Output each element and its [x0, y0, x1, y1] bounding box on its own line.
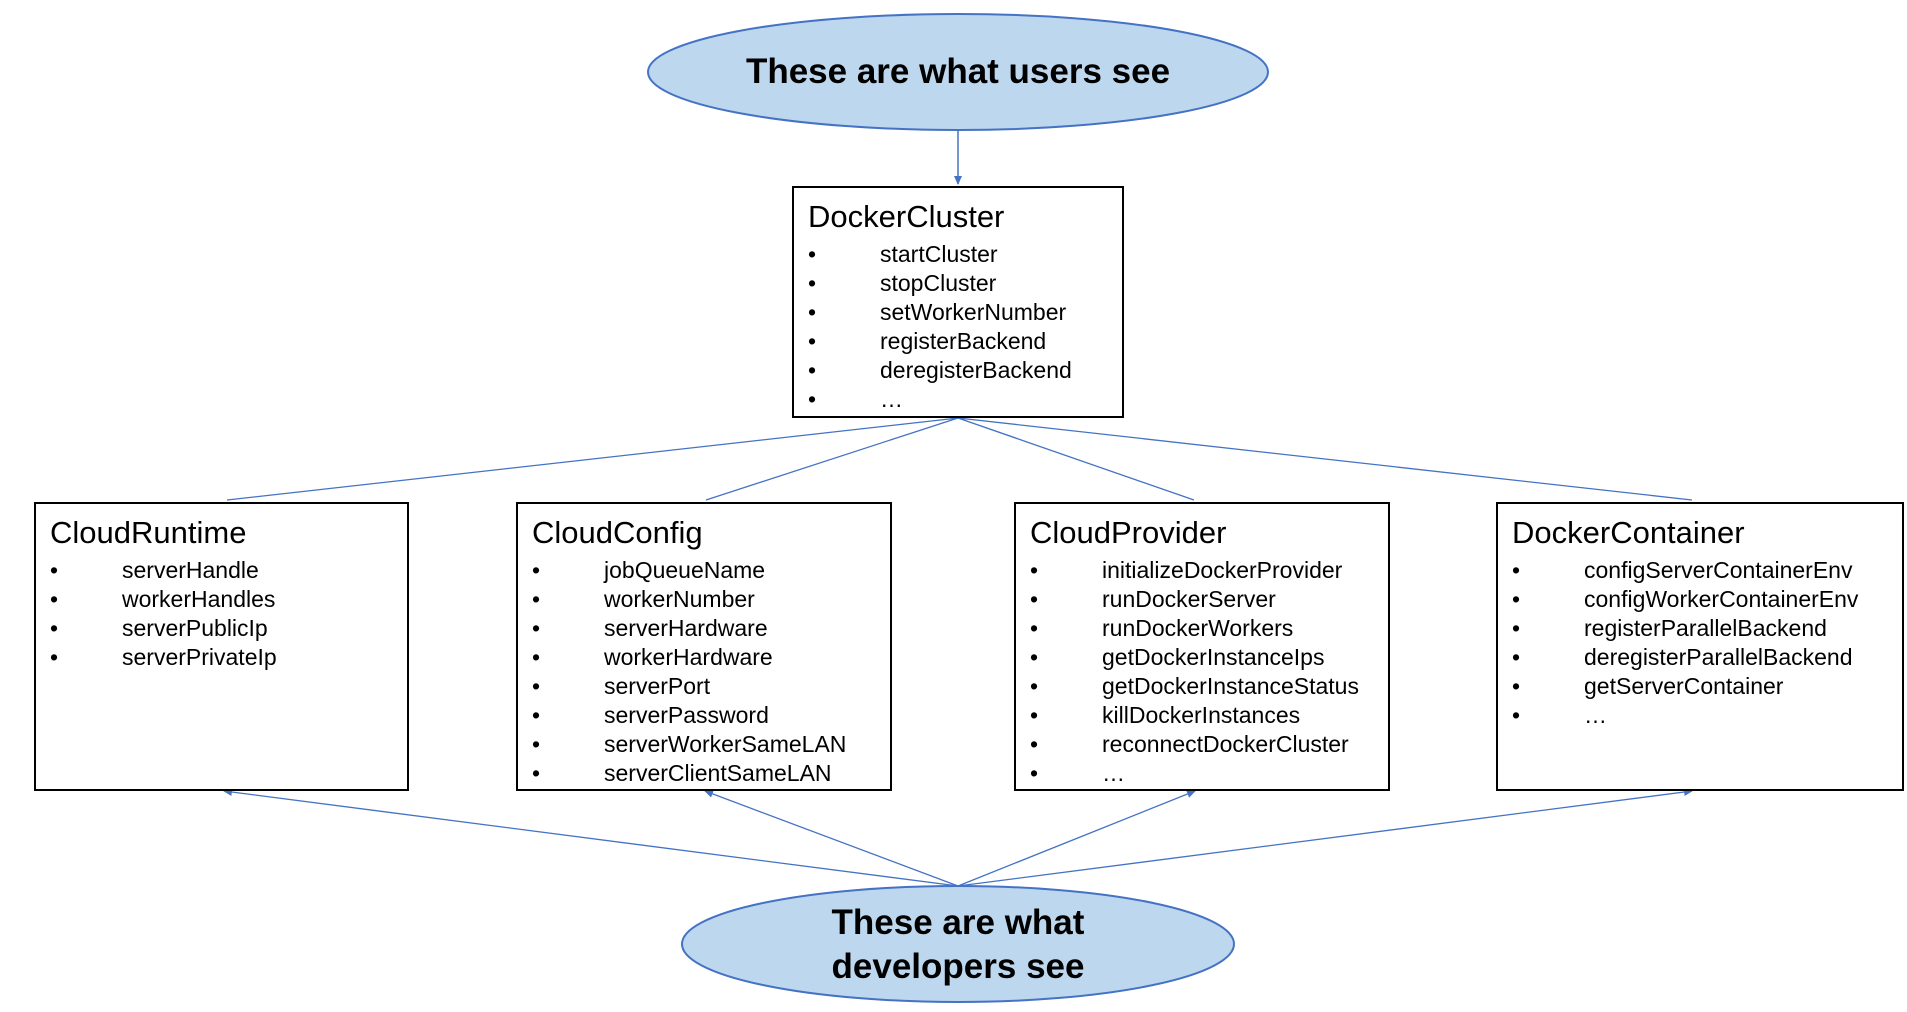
link-dockercluster-dockercontainer: [957, 417, 1693, 501]
dockercluster-list: startCluster stopCluster setWorkerNumber…: [808, 240, 1108, 414]
list-item: serverPassword: [532, 701, 876, 730]
cloudruntime-list: serverHandle workerHandles serverPublicI…: [50, 556, 393, 672]
list-item: serverHandle: [50, 556, 393, 585]
list-item: …: [1512, 701, 1888, 730]
cloudconfig-title: CloudConfig: [532, 515, 703, 550]
list-item: …: [1030, 759, 1374, 788]
list-item: …: [808, 385, 1108, 414]
link-dockercluster-cloudruntime: [226, 417, 959, 501]
list-item: serverClientSameLAN: [532, 759, 876, 788]
list-item: workerHardware: [532, 643, 876, 672]
dockercontainer-title: DockerContainer: [1512, 515, 1745, 550]
list-item: getDockerInstanceStatus: [1030, 672, 1374, 701]
cloudconfig-box: CloudConfig jobQueueName workerNumber se…: [516, 502, 892, 791]
list-item: workerHandles: [50, 585, 393, 614]
arrow-developers-to-cloudconfig: [704, 790, 959, 887]
list-item: killDockerInstances: [1030, 701, 1374, 730]
list-item: serverPort: [532, 672, 876, 701]
dockercontainer-list: configServerContainerEnv configWorkerCon…: [1512, 556, 1888, 730]
cloudprovider-title: CloudProvider: [1030, 515, 1227, 550]
list-item: initializeDockerProvider: [1030, 556, 1374, 585]
list-item: serverPublicIp: [50, 614, 393, 643]
list-item: configWorkerContainerEnv: [1512, 585, 1888, 614]
cloudprovider-box: CloudProvider initializeDockerProvider r…: [1014, 502, 1390, 791]
link-dockercluster-cloudconfig: [705, 417, 959, 501]
arrow-developers-to-cloudruntime: [223, 788, 959, 887]
list-item: deregisterBackend: [808, 356, 1108, 385]
list-item: getDockerInstanceIps: [1030, 643, 1374, 672]
developers-label-text: These are what developers see: [831, 903, 1085, 986]
list-item: workerNumber: [532, 585, 876, 614]
link-dockercluster-cloudprovider: [957, 417, 1195, 501]
list-item: getServerContainer: [1512, 672, 1888, 701]
dockercluster-box: DockerCluster startCluster stopCluster s…: [792, 186, 1124, 418]
dockercluster-title: DockerCluster: [808, 199, 1005, 234]
list-item: serverPrivateIp: [50, 643, 393, 672]
users-label-text: These are what users see: [745, 52, 1171, 91]
users-label: These are what users see: [648, 44, 1268, 100]
list-item: runDockerServer: [1030, 585, 1374, 614]
list-item: configServerContainerEnv: [1512, 556, 1888, 585]
list-item: registerParallelBackend: [1512, 614, 1888, 643]
list-item: serverHardware: [532, 614, 876, 643]
arrow-developers-to-dockercontainer: [957, 788, 1693, 887]
list-item: serverWorkerSameLAN: [532, 730, 876, 759]
list-item: startCluster: [808, 240, 1108, 269]
list-item: deregisterParallelBackend: [1512, 643, 1888, 672]
list-item: jobQueueName: [532, 556, 876, 585]
developers-label: These are what developers see: [740, 900, 1176, 990]
list-item: runDockerWorkers: [1030, 614, 1374, 643]
list-item: stopCluster: [808, 269, 1108, 298]
dockercontainer-box: DockerContainer configServerContainerEnv…: [1496, 502, 1904, 791]
cloudprovider-list: initializeDockerProvider runDockerServer…: [1030, 556, 1374, 788]
cloudconfig-list: jobQueueName workerNumber serverHardware…: [532, 556, 876, 788]
arrow-developers-to-cloudprovider: [957, 790, 1196, 887]
cloudruntime-box: CloudRuntime serverHandle workerHandles …: [34, 502, 409, 791]
cloudruntime-title: CloudRuntime: [50, 515, 247, 550]
list-item: reconnectDockerCluster: [1030, 730, 1374, 759]
list-item: registerBackend: [808, 327, 1108, 356]
list-item: setWorkerNumber: [808, 298, 1108, 327]
